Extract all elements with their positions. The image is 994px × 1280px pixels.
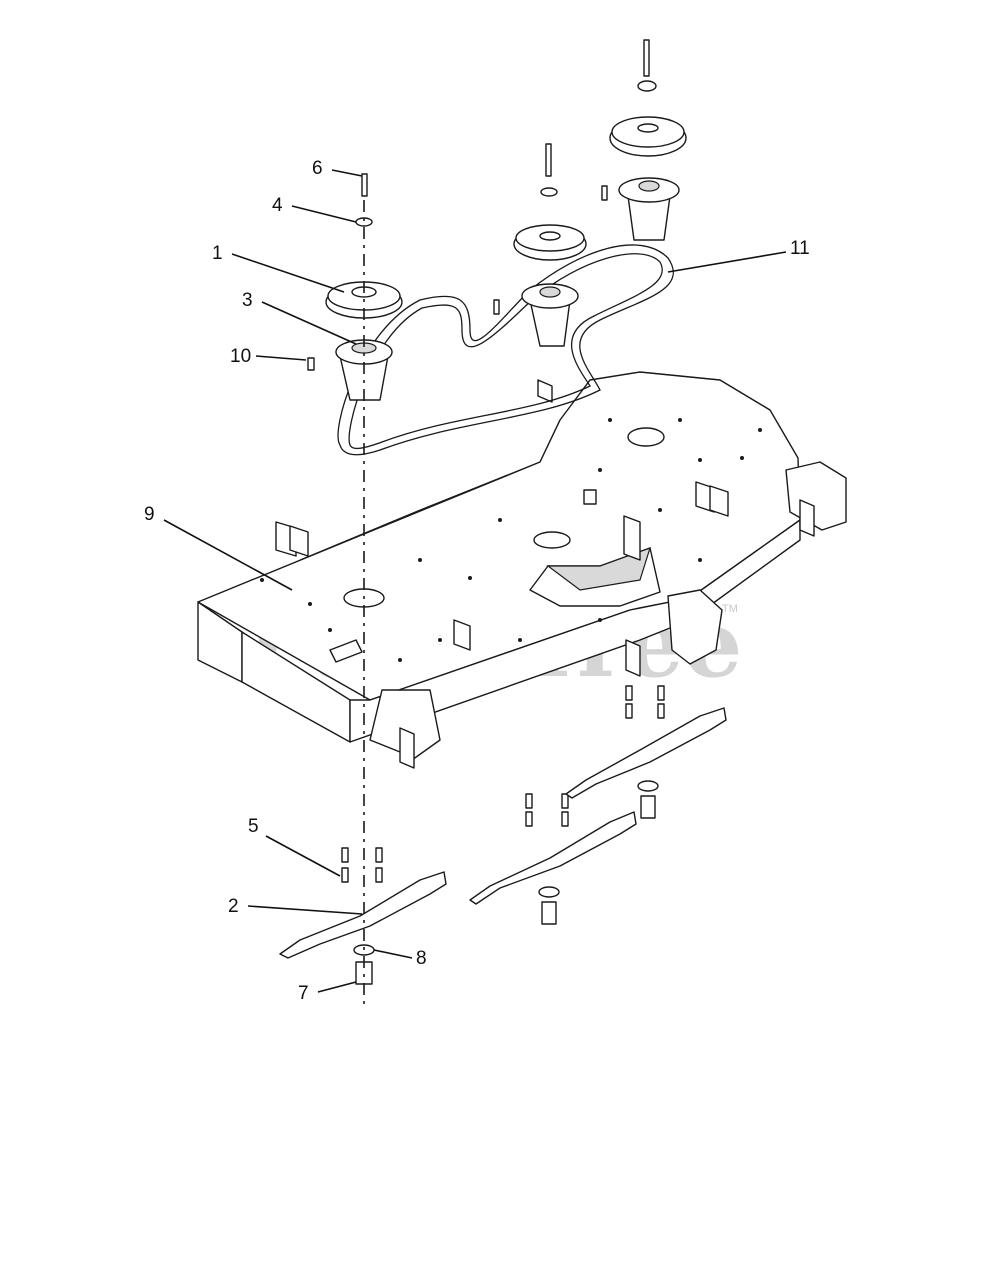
callout-6-label: 6 <box>312 158 323 179</box>
callout-8-label: 8 <box>416 948 427 969</box>
callout-6: 6 <box>312 158 363 179</box>
callout-11-label: 11 <box>790 238 810 259</box>
deck-mounting-bolts <box>341 685 665 883</box>
left-spindle-assembly <box>307 173 403 401</box>
callout-7: 7 <box>298 981 357 1004</box>
callout-3-label: 3 <box>242 290 253 311</box>
right-spindle-assembly <box>601 39 687 241</box>
middle-spindle-assembly <box>493 143 587 347</box>
callout-7-label: 7 <box>298 983 309 1004</box>
callout-10-label: 10 <box>230 346 251 367</box>
drive-belt <box>337 244 675 456</box>
watermark-trademark: TM <box>722 603 738 615</box>
callout-2-label: 2 <box>228 896 239 917</box>
callout-9: 9 <box>144 504 293 591</box>
blades <box>279 707 727 959</box>
mower-deck <box>197 371 847 769</box>
callout-5-label: 5 <box>248 816 259 837</box>
callout-8: 8 <box>373 948 427 969</box>
callout-5: 5 <box>248 816 341 877</box>
callout-10: 10 <box>230 346 307 367</box>
callout-2: 2 <box>228 896 363 917</box>
callout-11: 11 <box>667 238 810 273</box>
callout-4-label: 4 <box>272 195 283 216</box>
callout-3: 3 <box>242 290 357 345</box>
deck-holes <box>260 418 762 662</box>
callout-4: 4 <box>272 195 357 223</box>
callouts: 1 2 3 4 5 6 7 8 <box>144 158 810 1004</box>
callout-1: 1 <box>212 243 345 293</box>
callout-1-label: 1 <box>212 243 223 264</box>
callout-9-label: 9 <box>144 504 155 525</box>
blade-hardware <box>353 780 659 985</box>
